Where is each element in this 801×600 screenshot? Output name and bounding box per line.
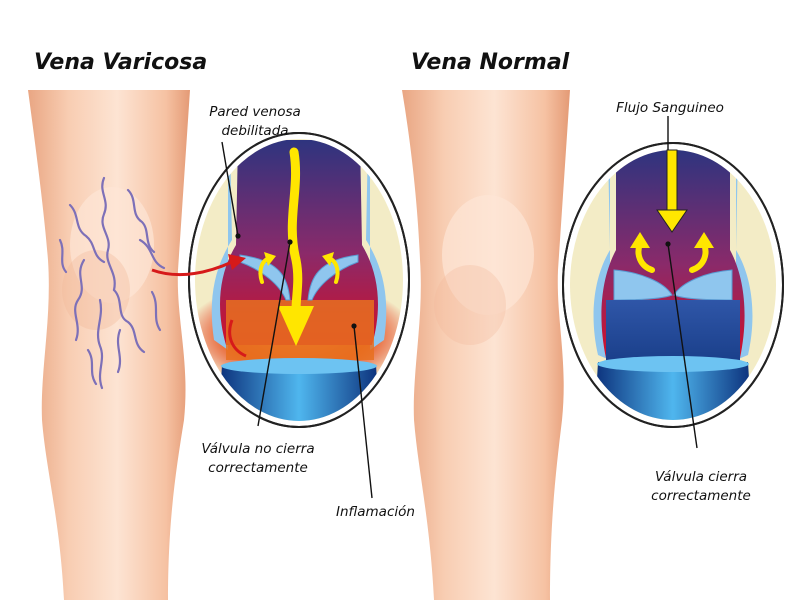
label-valvula-si-line2: correctamente (651, 488, 751, 504)
label-flujo-sanguineo: Flujo Sanguineo (616, 100, 724, 116)
label-pared-line1: Pared venosa (209, 104, 301, 120)
title-varicose: Vena Varicosa (34, 50, 208, 75)
leader-dots (235, 233, 671, 329)
label-inflamacion: Inflamación (336, 504, 415, 520)
label-valvula-si-line1: Válvula cierra (654, 469, 748, 485)
title-normal: Vena Normal (411, 50, 570, 75)
label-valvula-cierra: Válvula cierra correctamente (636, 468, 766, 506)
label-pared-venosa: Pared venosa debilitada (200, 103, 310, 141)
varicose-veins (58, 176, 166, 390)
label-valvula-no-cierra: Válvula no cierra correctamente (190, 440, 326, 478)
varicose-leg (28, 90, 190, 600)
leader-lines (221, 116, 698, 499)
label-valvula-no-line2: correctamente (208, 460, 308, 476)
normal-vein-detail (562, 142, 784, 428)
pointer-arrow (151, 254, 246, 277)
label-valvula-no-line1: Válvula no cierra (201, 441, 315, 457)
normal-leg (402, 90, 570, 600)
label-pared-line2: debilitada (221, 123, 289, 139)
varicose-vein-detail (188, 132, 410, 428)
